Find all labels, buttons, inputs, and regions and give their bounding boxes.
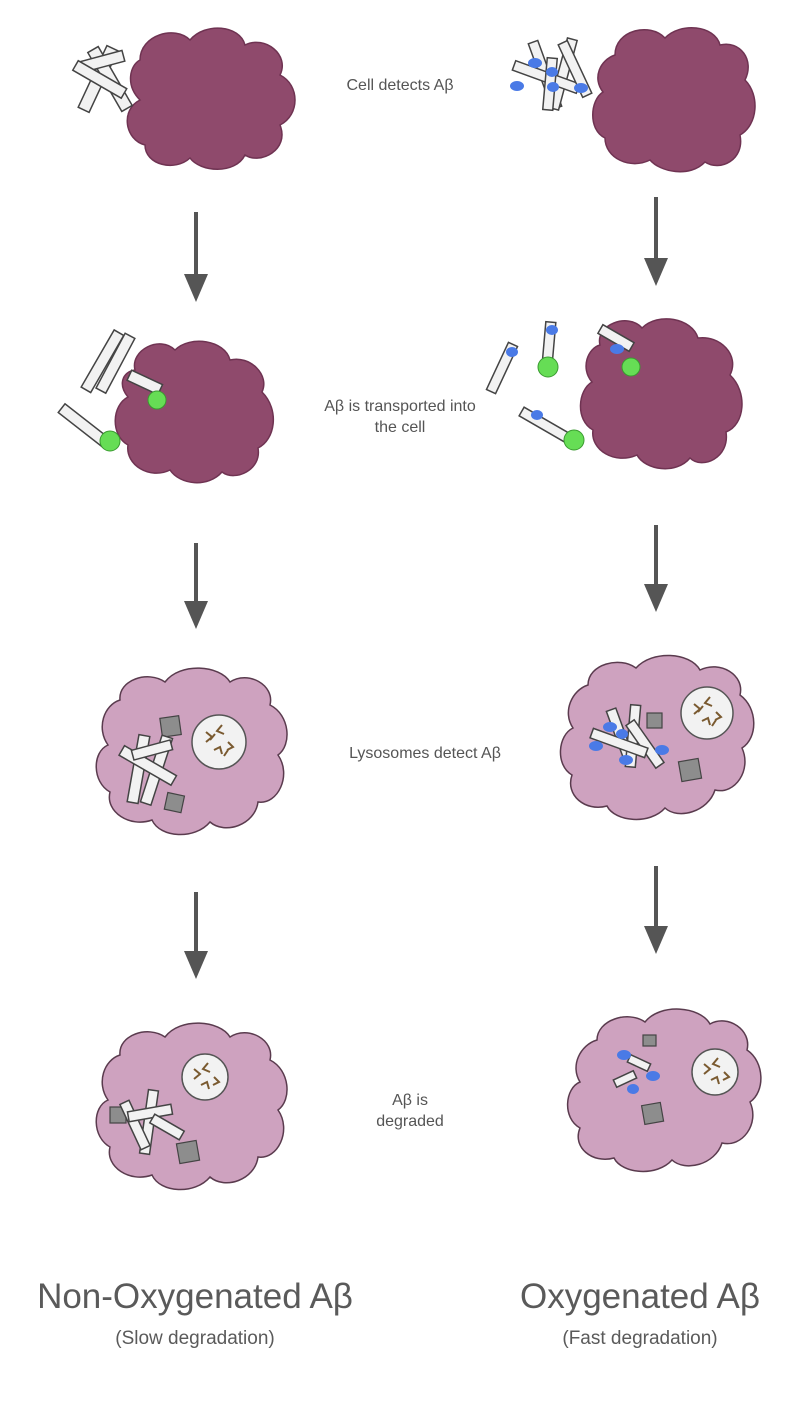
amyloid-fibril-icon bbox=[117, 733, 178, 807]
enzyme-icon bbox=[159, 715, 186, 814]
enzyme-icon bbox=[640, 1034, 665, 1126]
down-arrow-icon bbox=[184, 212, 208, 302]
lysosome-icon bbox=[691, 1048, 739, 1096]
receptor-icon bbox=[99, 390, 167, 452]
lysosome-icon bbox=[181, 1053, 229, 1101]
amyloid-fibril-icon bbox=[71, 44, 134, 114]
left-column-title: Non-Oxygenated Aβ bbox=[37, 1277, 353, 1316]
oxygen-dot-icon bbox=[506, 325, 624, 420]
right-column-subtitle: (Fast degradation) bbox=[562, 1328, 718, 1349]
step-label-transport: Aβ is transported into the cell bbox=[324, 398, 476, 436]
oxygen-dot-icon bbox=[589, 722, 669, 765]
cell-icon bbox=[126, 27, 296, 170]
down-arrow-icon bbox=[184, 892, 208, 979]
amyloid-fibril-icon bbox=[57, 328, 164, 449]
amyloid-fibril-icon bbox=[511, 37, 593, 112]
cell-icon bbox=[592, 27, 756, 173]
cell-icon bbox=[114, 340, 275, 484]
step-label-lysosomes: Lysosomes detect Aβ bbox=[349, 745, 501, 762]
left-column-subtitle: (Slow degradation) bbox=[115, 1328, 275, 1349]
enzyme-icon bbox=[646, 712, 703, 783]
oxygen-dot-icon bbox=[617, 1050, 660, 1094]
down-arrow-icon bbox=[644, 197, 668, 286]
right-column-title: Oxygenated Aβ bbox=[519, 1277, 760, 1316]
down-arrow-icon bbox=[644, 525, 668, 612]
cell-icon bbox=[579, 318, 743, 470]
lysosome-icon bbox=[680, 686, 734, 740]
enzyme-icon bbox=[109, 1106, 201, 1165]
oxygen-dot-icon bbox=[510, 58, 588, 93]
receptor-icon bbox=[537, 356, 641, 451]
lysosome-icon bbox=[191, 714, 247, 770]
down-arrow-icon bbox=[644, 866, 668, 954]
step-label-detect: Cell detects Aβ bbox=[346, 77, 454, 94]
cell-icon bbox=[566, 1008, 762, 1173]
down-arrow-icon bbox=[184, 543, 208, 629]
amyloid-fibril-icon bbox=[612, 1053, 652, 1089]
step-label-degraded: Aβ is degraded bbox=[376, 1092, 444, 1130]
amyloid-fibril-icon bbox=[118, 1088, 186, 1156]
